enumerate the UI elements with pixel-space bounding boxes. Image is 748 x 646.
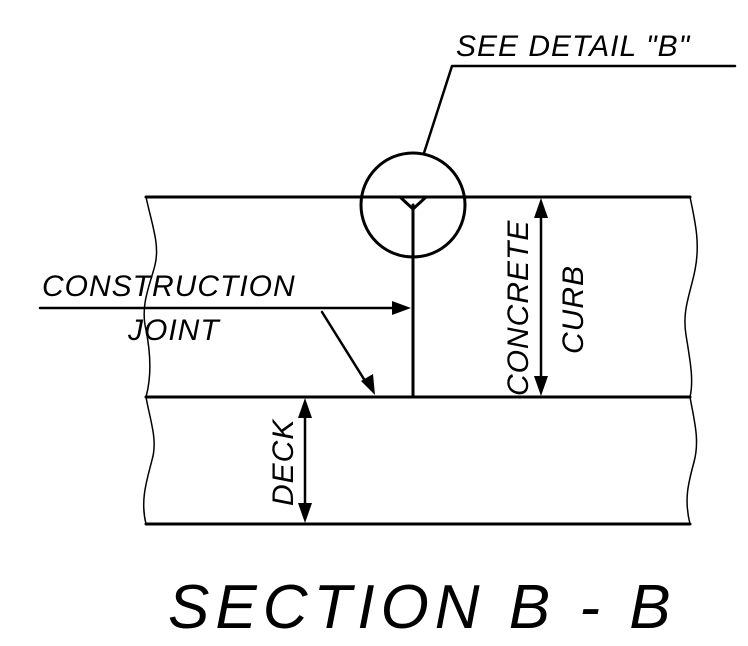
joint-label: JOINT (127, 314, 221, 347)
concrete-label: CONCRETE (502, 220, 535, 396)
deck-label: DECK (267, 418, 300, 506)
right-break-line-deck (686, 396, 698, 525)
right-break-line-curb (684, 196, 699, 398)
joint-v-notch (398, 195, 428, 211)
arrowhead-icon (298, 398, 312, 418)
detail-b-circle (359, 151, 467, 259)
arrowhead-icon (534, 376, 548, 396)
curb-label: CURB (557, 265, 590, 354)
see-detail-label: SEE DETAIL "B" (456, 30, 691, 63)
arrowhead-icon (392, 301, 411, 315)
see-detail-leader (422, 64, 737, 155)
left-break-line-deck (143, 396, 155, 525)
left-break-line-curb (143, 196, 158, 398)
arrowhead-icon (298, 503, 312, 523)
arrowhead-icon (534, 198, 548, 218)
joint-leader-diagonal (320, 310, 369, 386)
section-title: SECTION B - B (168, 573, 677, 642)
arrowhead-icon (361, 374, 375, 395)
construction-label: CONSTRUCTION (42, 270, 296, 303)
